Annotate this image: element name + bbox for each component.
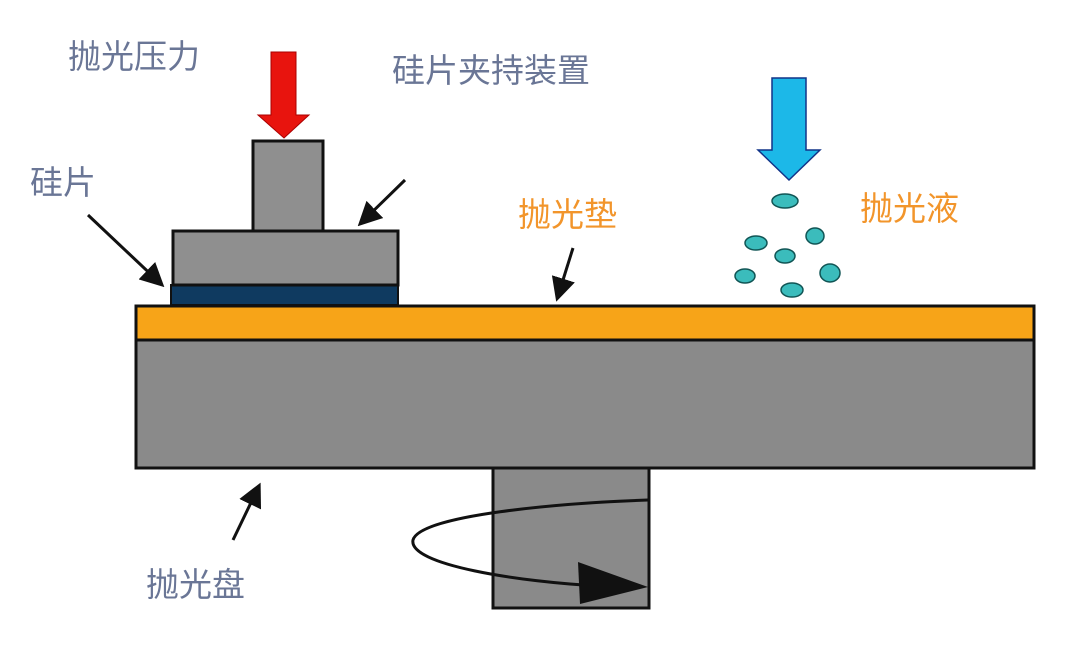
carrier-pointer-arrow [357,178,407,227]
label-wafer-carrier: 硅片夹持装置 [392,51,590,90]
polishing-platen [134,338,1036,470]
slurry-droplet [805,227,825,245]
carrier-spindle [251,139,325,233]
slurry-droplets [734,193,841,298]
slurry-droplet [774,248,796,264]
label-slurry: 抛光液 [860,189,959,228]
slurry-droplet [780,282,804,298]
label-polish-pressure: 抛光压力 [68,37,200,76]
pressure-arrow-icon [256,51,311,139]
label-polish-pad: 抛光垫 [518,195,617,234]
wafer [170,284,399,306]
slurry-droplet [734,268,756,284]
wafer-carrier [171,229,400,287]
label-wafer: 硅片 [30,163,96,202]
pad-pointer-arrow [551,247,575,302]
platen-pointer-arrow [231,482,262,541]
rotation-arrow-icon [411,498,649,588]
slurry-droplet [744,235,768,251]
polishing-pad [134,304,1036,342]
slurry-droplet [771,193,799,209]
label-platen: 抛光盘 [146,565,245,604]
rotation-arrowhead-icon [578,562,648,604]
slurry-arrow-icon [756,77,822,182]
slurry-droplet [819,263,841,283]
wafer-pointer-arrow [86,213,165,288]
